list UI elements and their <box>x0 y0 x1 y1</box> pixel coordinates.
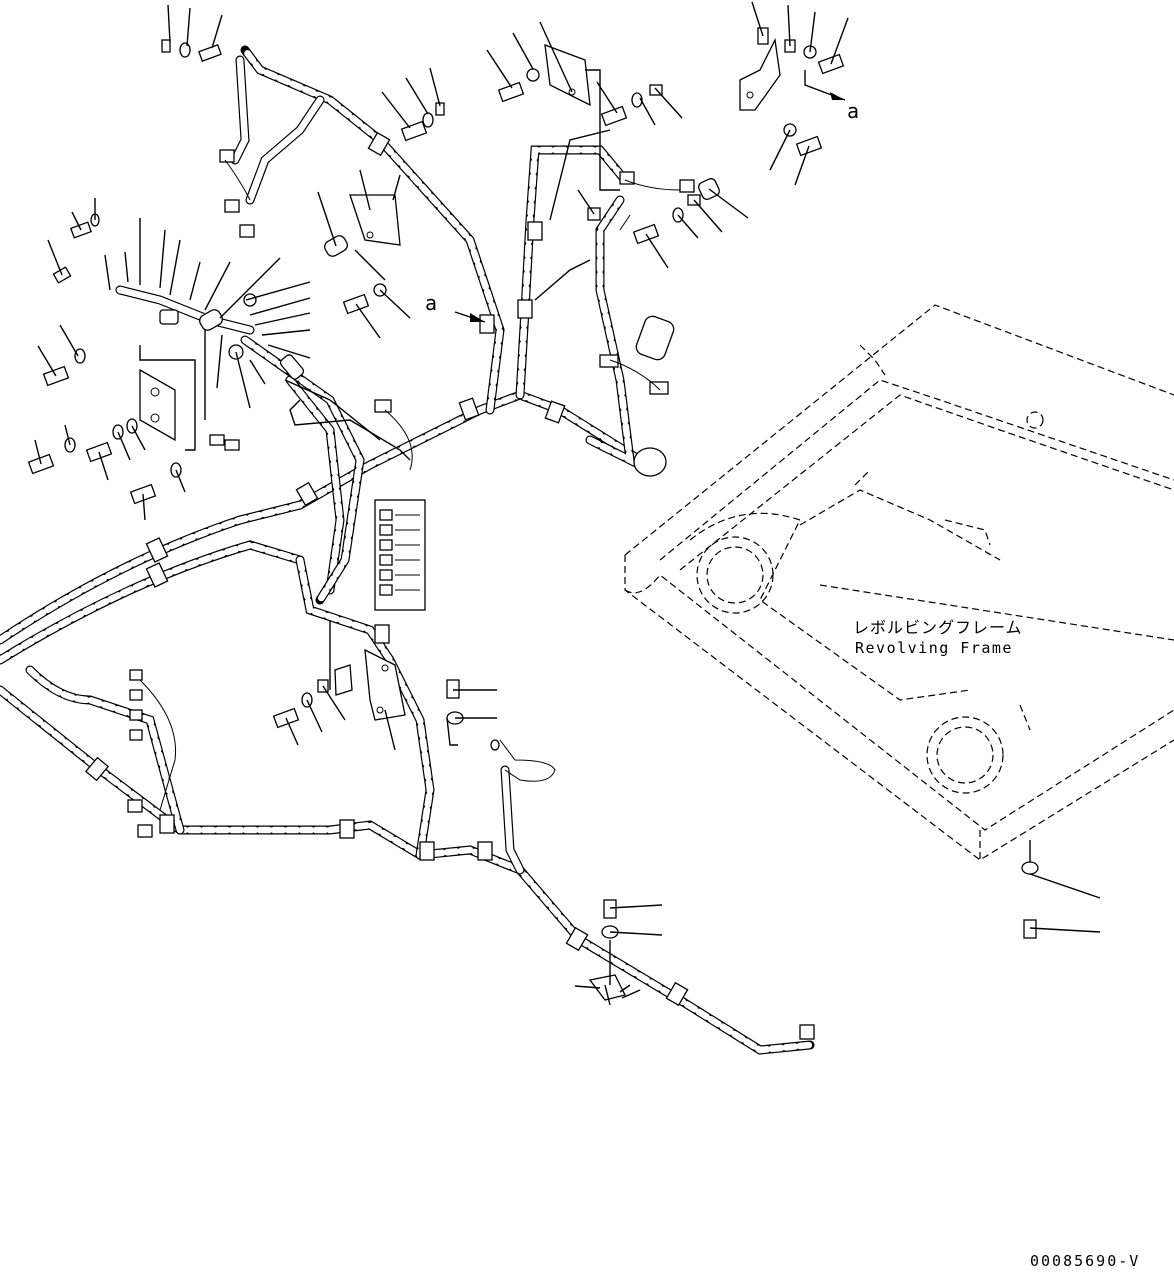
ref-label-a-left: a <box>425 291 437 315</box>
frame-label-jp: レボルビングフレーム <box>853 618 1023 637</box>
revolving-frame: レボルビングフレーム Revolving Frame <box>624 304 1174 861</box>
ref-label-a-right: a <box>847 99 859 123</box>
frame-label-en: Revolving Frame <box>855 639 1013 657</box>
leader-lines <box>34 1 1101 1006</box>
relay-block <box>374 499 426 611</box>
brackets <box>139 37 781 1001</box>
figure-code: 00085690-V <box>1030 1252 1140 1270</box>
callout-connectors <box>139 69 846 690</box>
harness-connectors <box>84 131 815 1040</box>
reference-labels: a a <box>425 99 859 315</box>
